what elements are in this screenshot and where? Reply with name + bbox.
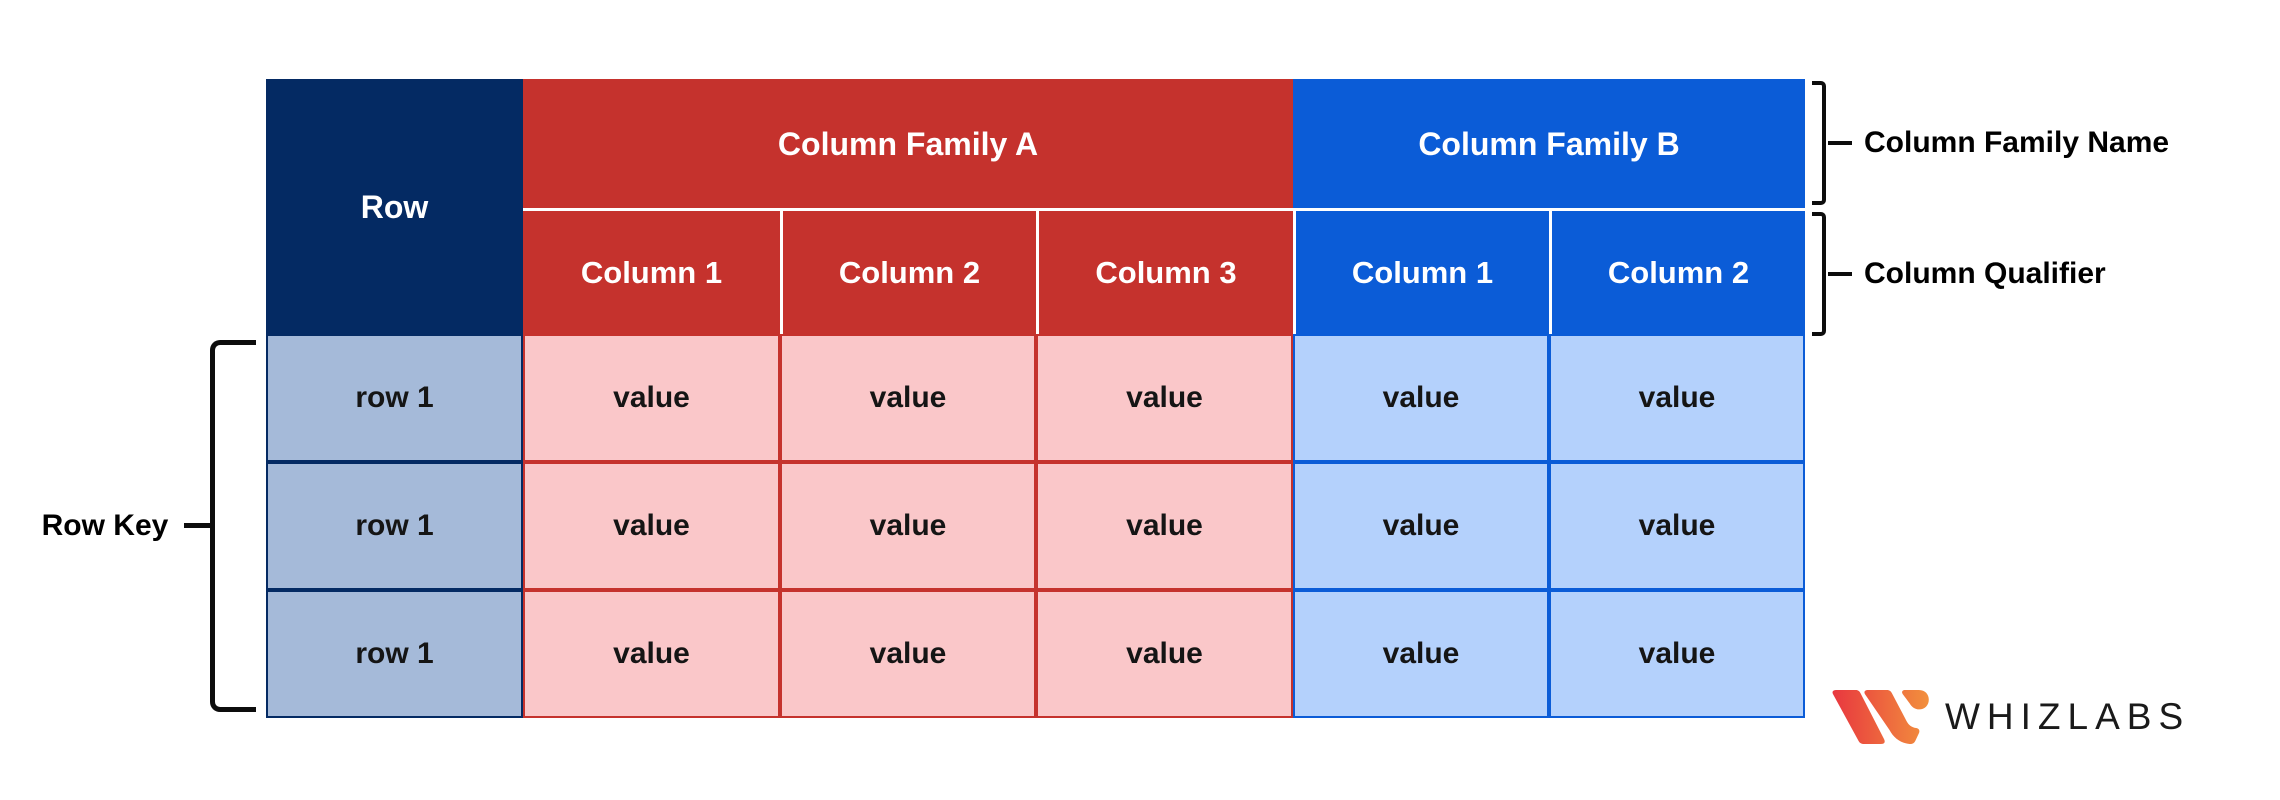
row-header-cell: Row [266, 79, 523, 334]
column-family-name-bracket [1812, 81, 1826, 205]
value-cell: value [1036, 334, 1293, 462]
column-qualifier-bracket [1812, 212, 1826, 336]
value-cell: value [1549, 462, 1805, 590]
column-qualifier-label: Column Qualifier [1864, 257, 2106, 290]
family-b-header-cell: Column Family B [1293, 79, 1805, 208]
value-cell: value [780, 590, 1036, 718]
whizlabs-logo: WHIZLABS [1830, 688, 2190, 746]
column-family-name-label: Column Family Name [1864, 126, 2170, 159]
whizlabs-wordmark: WHIZLABS [1945, 696, 2191, 737]
family-a-header-cell: Column Family A [523, 79, 1293, 208]
value-cell: value [1293, 590, 1549, 718]
row-key-tick [184, 523, 210, 528]
value-cell: value [523, 590, 780, 718]
value-cell: value [1293, 334, 1549, 462]
value-cell: value [1549, 590, 1805, 718]
qualifier-cell-b2: Column 2 [1549, 208, 1805, 334]
qualifier-cell-b1: Column 1 [1293, 208, 1549, 334]
qualifier-cell-a1: Column 1 [523, 208, 780, 334]
row-key-cell: row 1 [266, 462, 523, 590]
row-key-cell: row 1 [266, 590, 523, 718]
value-cell: value [1549, 334, 1805, 462]
row-key-cell: row 1 [266, 334, 523, 462]
value-cell: value [1293, 462, 1549, 590]
row-key-bracket [210, 340, 256, 712]
value-cell: value [523, 334, 780, 462]
value-cell: value [780, 462, 1036, 590]
column-qualifier-tick [1828, 272, 1852, 276]
qualifier-cell-a3: Column 3 [1036, 208, 1293, 334]
qualifier-cell-a2: Column 2 [780, 208, 1036, 334]
data-table: Row Column Family A Column Family B Colu… [266, 79, 1805, 718]
value-cell: value [780, 334, 1036, 462]
whizlabs-logo-icon [1832, 690, 1929, 745]
value-cell: value [1036, 590, 1293, 718]
value-cell: value [1036, 462, 1293, 590]
row-key-label: Row Key [41, 509, 169, 542]
value-cell: value [523, 462, 780, 590]
column-family-name-tick [1828, 141, 1852, 145]
